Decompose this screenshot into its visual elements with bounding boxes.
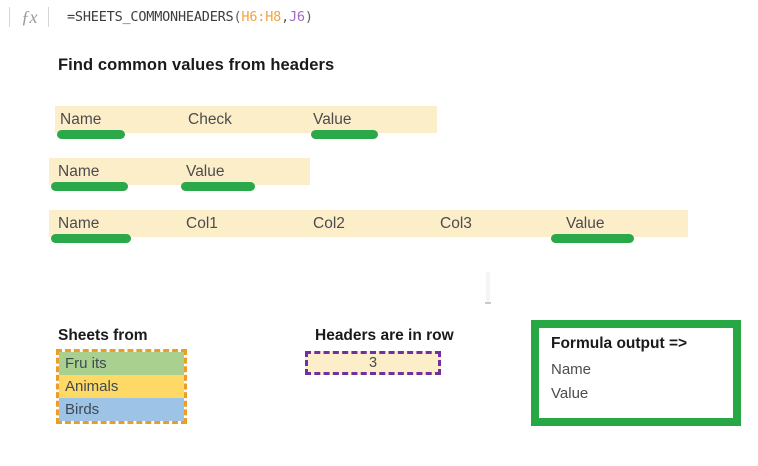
- worksheet-canvas: Find common values from headers Name Che…: [0, 34, 758, 466]
- header-row-3: Name Col1 Col2 Col3 Value: [49, 210, 688, 237]
- formula-open-paren: (: [233, 9, 242, 25]
- formula-output-box: Formula output => Name Value: [531, 320, 741, 426]
- highlight-underline-value: [181, 182, 255, 191]
- highlight-underline-value: [551, 234, 634, 243]
- formula-ref-range: H6:H8: [241, 9, 282, 25]
- formula-output-value: Value: [551, 385, 589, 402]
- highlight-underline-name: [51, 234, 131, 243]
- header-cell-value: Value: [313, 111, 352, 128]
- header-row-1: Name Check Value: [55, 106, 437, 133]
- header-cell-name: Name: [60, 111, 102, 128]
- header-cell-value: Value: [186, 163, 225, 180]
- text-cursor-artifact: [486, 272, 490, 302]
- header-cell-col3: Col3: [440, 215, 472, 232]
- header-cell-check: Check: [188, 111, 232, 128]
- formula-bar: ƒx =SHEETS_COMMONHEADERS(H6:H8,J6): [0, 0, 758, 35]
- sheets-from-label: Sheets from: [58, 327, 148, 344]
- sheets-from-box: Fru its Animals Birds: [56, 349, 187, 424]
- fx-icon[interactable]: ƒx: [21, 6, 37, 27]
- headers-row-value[interactable]: 3: [305, 351, 441, 375]
- highlight-underline-name: [51, 182, 128, 191]
- divider: [48, 7, 49, 27]
- header-cell-value: Value: [566, 215, 605, 232]
- header-cell-name: Name: [58, 163, 100, 180]
- header-cell-col2: Col2: [313, 215, 345, 232]
- header-cell-name: Name: [58, 215, 100, 232]
- header-cell-col1: Col1: [186, 215, 218, 232]
- page-title: Find common values from headers: [58, 56, 335, 74]
- formula-input[interactable]: =SHEETS_COMMONHEADERS(H6:H8,J6): [67, 9, 313, 25]
- formula-separator: ,: [281, 9, 289, 25]
- divider: [9, 7, 10, 27]
- headers-row-label: Headers are in row: [315, 327, 454, 344]
- highlight-underline-value: [311, 130, 378, 139]
- formula-output-title: Formula output =>: [551, 335, 688, 352]
- list-item[interactable]: Fru its: [59, 352, 184, 375]
- formula-output-value: Name: [551, 361, 592, 378]
- list-item[interactable]: Birds: [59, 398, 184, 421]
- header-row-2: Name Value: [49, 158, 310, 185]
- highlight-underline-name: [57, 130, 125, 139]
- text-cursor-artifact-foot: [485, 302, 491, 304]
- formula-close-paren: ): [304, 9, 313, 25]
- formula-function-name: =SHEETS_COMMONHEADERS: [67, 9, 234, 25]
- list-item[interactable]: Animals: [59, 375, 184, 398]
- formula-ref-cell: J6: [289, 9, 305, 25]
